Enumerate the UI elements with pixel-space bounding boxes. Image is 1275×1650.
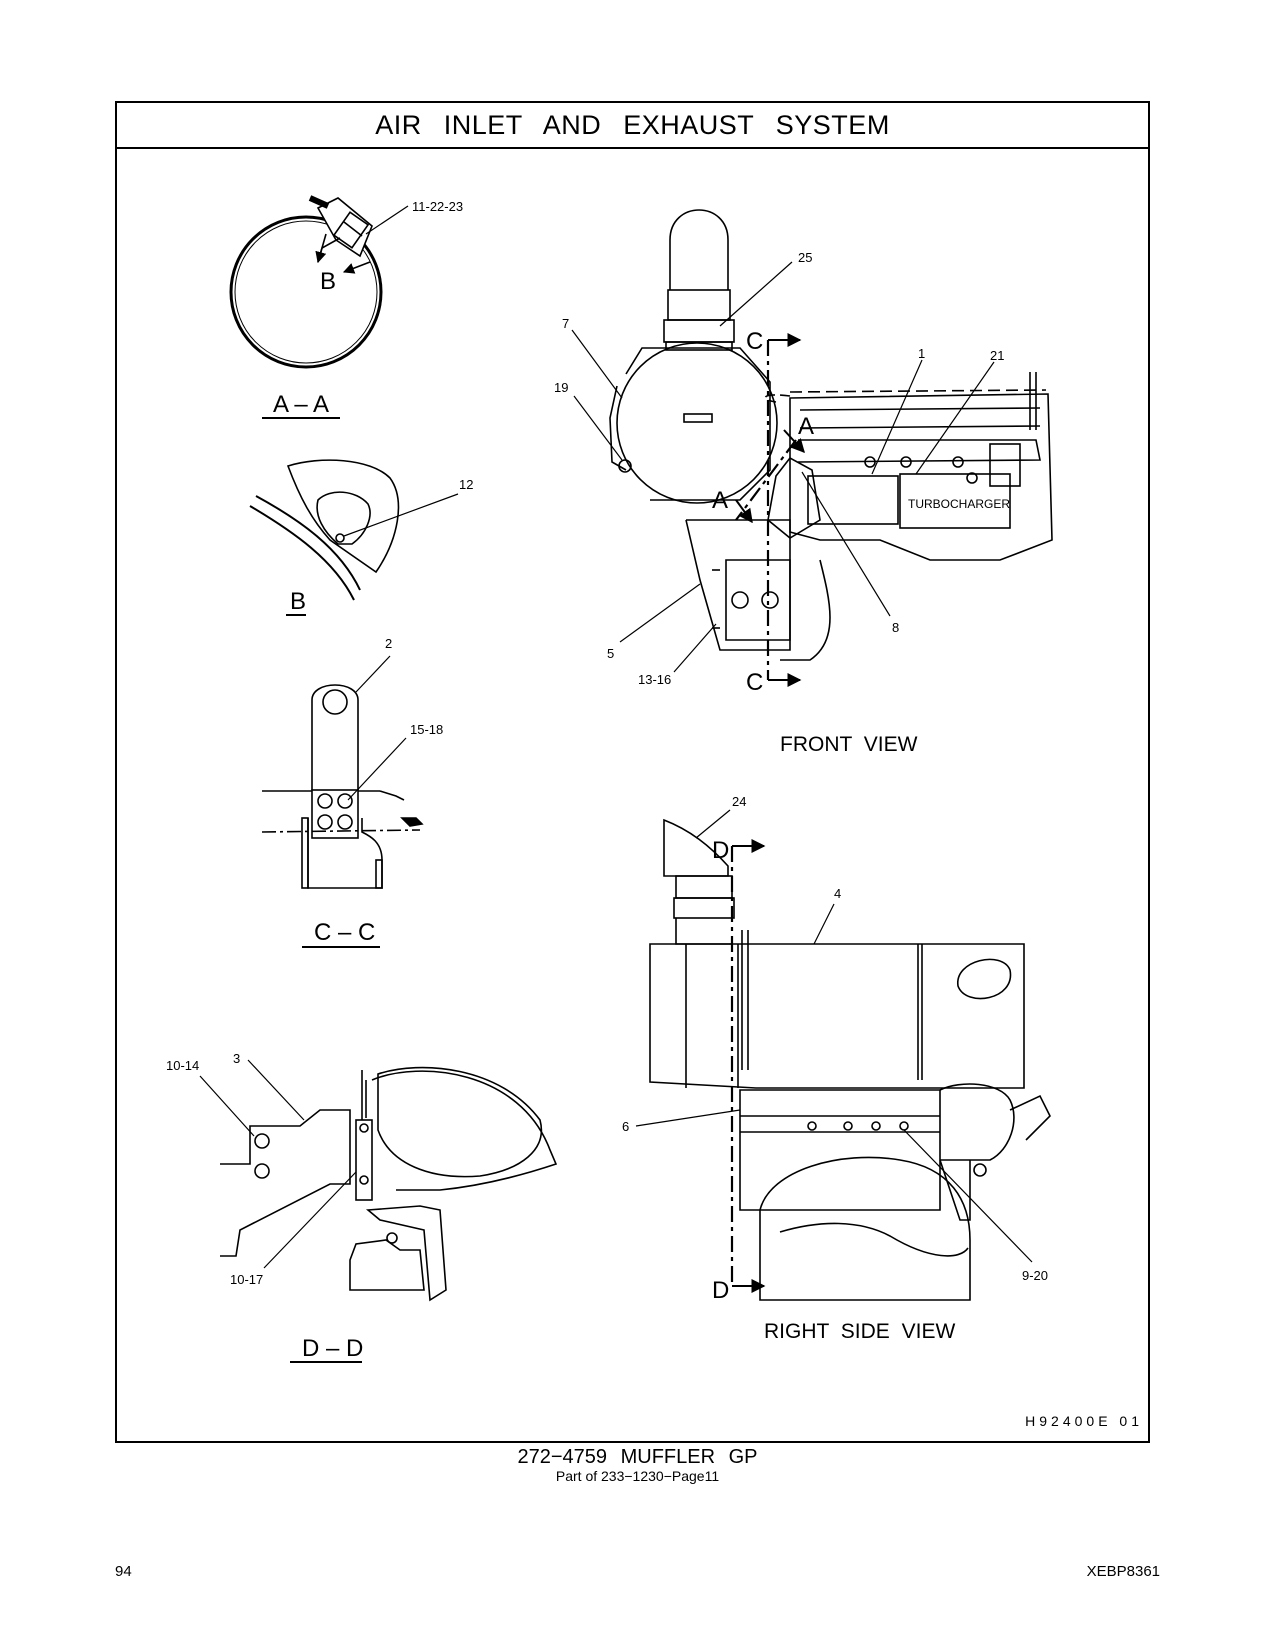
callout-24: 24 xyxy=(732,794,746,809)
mounting-detail-d-d xyxy=(199,1059,558,1302)
callout-25: 25 xyxy=(798,250,812,265)
document-id: XEBP8361 xyxy=(1086,1563,1160,1580)
callout-13-16: 13-16 xyxy=(638,672,671,687)
callout-5: 5 xyxy=(607,646,614,661)
title-bar: AIR INLET AND EXHAUST SYSTEM xyxy=(117,103,1148,149)
section-marker-a-top: A xyxy=(798,413,814,440)
drawing-frame: AIR INLET AND EXHAUST SYSTEM xyxy=(115,101,1150,1443)
section-marker-c-top: C xyxy=(746,328,763,355)
turbocharger-label: TURBOCHARGER xyxy=(908,497,1010,511)
caption-main: 272−4759 MUFFLER GP xyxy=(517,1446,758,1468)
callout-1: 1 xyxy=(918,346,925,361)
callout-19: 19 xyxy=(554,380,568,395)
page-number: 94 xyxy=(115,1563,132,1580)
callout-2: 2 xyxy=(385,636,392,651)
section-marker-d-bottom: D xyxy=(712,1277,729,1304)
callout-15-18: 15-18 xyxy=(410,722,443,737)
section-label-b: B xyxy=(290,588,306,615)
gasket-detail-b xyxy=(249,459,459,601)
section-marker-c-bottom: C xyxy=(746,669,763,696)
callout-21: 21 xyxy=(990,348,1004,363)
bracket-detail-c-c xyxy=(261,655,424,889)
front-view-drawing xyxy=(571,209,1053,687)
callout-8: 8 xyxy=(892,620,899,635)
section-label-c-c: C – C xyxy=(314,919,375,946)
detail-marker-b: B xyxy=(320,268,336,295)
page-title: AIR INLET AND EXHAUST SYSTEM xyxy=(375,109,890,140)
section-label-a-a: A – A xyxy=(273,391,329,418)
callout-6: 6 xyxy=(622,1119,629,1134)
callout-3: 3 xyxy=(233,1051,240,1066)
callout-11-22-23: 11-22-23 xyxy=(412,199,463,214)
right-side-view-drawing xyxy=(635,809,1051,1301)
callout-10-14: 10-14 xyxy=(166,1058,199,1073)
callout-12: 12 xyxy=(459,477,473,492)
callout-10-17: 10-17 xyxy=(230,1272,263,1287)
callout-7: 7 xyxy=(562,316,569,331)
section-label-d-d: D – D xyxy=(302,1335,363,1362)
callout-9-20: 9-20 xyxy=(1022,1268,1048,1283)
illustration-id: H92400E 01 xyxy=(1025,1413,1143,1429)
front-view-label: FRONT VIEW xyxy=(780,733,918,756)
right-side-view-label: RIGHT SIDE VIEW xyxy=(764,1320,955,1343)
caption-sub: Part of 233−1230−Page11 xyxy=(555,1468,720,1484)
section-marker-d-top: D xyxy=(712,837,729,864)
callout-4: 4 xyxy=(834,886,841,901)
section-marker-a-bottom: A xyxy=(712,487,728,514)
clamp-ring-detail xyxy=(229,195,409,369)
